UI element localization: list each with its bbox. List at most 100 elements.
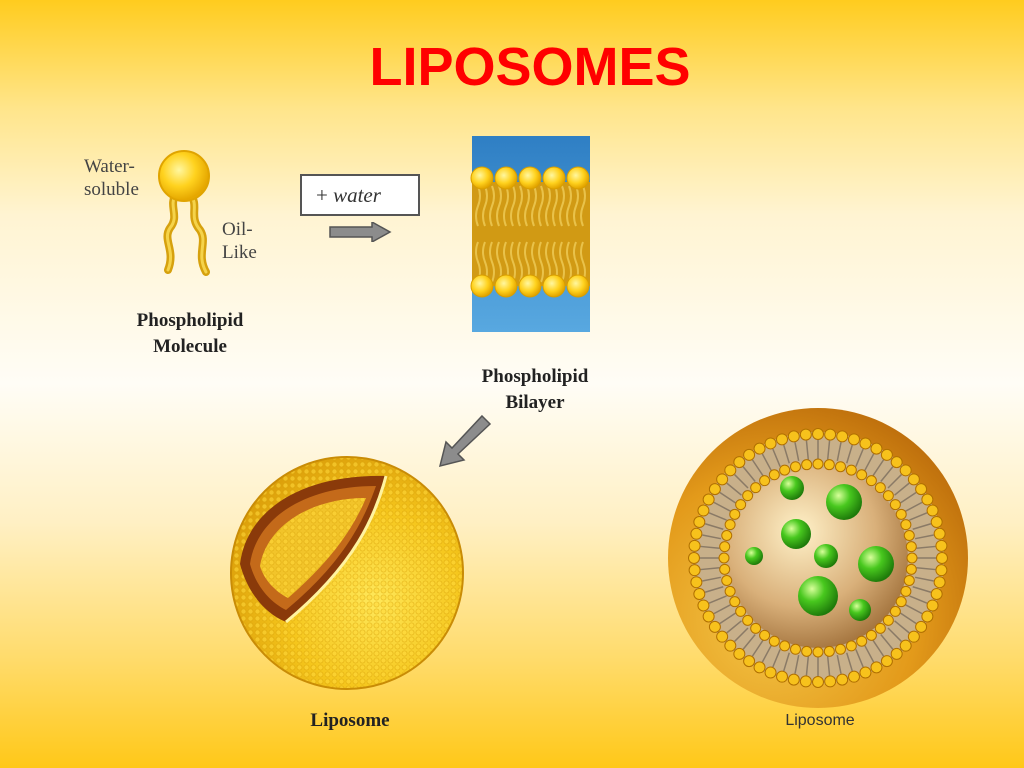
lipid-tail	[726, 482, 742, 496]
lipid-head	[870, 661, 883, 674]
lipid-tail	[899, 491, 917, 504]
lipid-head	[847, 433, 860, 446]
lipid-tail	[580, 241, 586, 283]
lipid-tail	[864, 644, 875, 663]
lipid-head	[790, 461, 802, 473]
molecule-caption: Phospholipid Molecule	[136, 310, 244, 357]
lipid-head	[930, 516, 943, 529]
lipid-tail	[783, 444, 790, 464]
lipid-tail	[761, 453, 772, 472]
lipid-tail	[794, 442, 800, 462]
lipid-tail	[726, 620, 742, 634]
lipid-head	[859, 666, 872, 679]
lipid-head	[733, 456, 746, 469]
lipid-tail	[566, 185, 572, 227]
lipid-tail	[894, 620, 910, 634]
lipid-head	[890, 647, 903, 660]
lipid-head	[801, 645, 813, 657]
lipid-head	[470, 274, 494, 298]
lipid-tail	[872, 639, 885, 657]
lipid-tail	[702, 576, 722, 582]
lipid-tail	[904, 604, 923, 615]
lipid-head	[895, 596, 907, 608]
phospholipid-molecule-illustration	[158, 150, 210, 276]
lipid-tail	[719, 612, 737, 625]
lipid-head	[697, 599, 710, 612]
lipid-head	[889, 605, 901, 617]
lipid-head	[882, 614, 894, 626]
lipid-head	[930, 587, 943, 600]
lipid-head	[724, 519, 736, 531]
cargo-sphere	[826, 484, 862, 520]
cargo-sphere	[858, 546, 894, 582]
bilayer-caption: Phospholipid Bilayer	[481, 366, 589, 413]
lipid-head	[899, 464, 912, 477]
lipid-head	[801, 459, 813, 471]
liposome-section-caption: Liposome	[785, 712, 855, 729]
lipid-tail	[826, 656, 831, 676]
lipid-head	[874, 622, 886, 634]
lipid-head	[716, 473, 729, 486]
lipid-tail	[872, 459, 885, 477]
lipid-tail	[734, 627, 749, 642]
lipid-tail	[904, 501, 923, 512]
lipid-head	[890, 456, 903, 469]
lipid-head	[779, 640, 791, 652]
lipid-head	[899, 639, 912, 652]
lipid-head	[845, 640, 857, 652]
lipid-head	[812, 676, 824, 688]
lipid-head	[494, 274, 518, 298]
lipid-tail	[538, 185, 544, 227]
lipid-head	[690, 576, 703, 589]
lipid-tail	[772, 448, 781, 467]
lipid-tail	[864, 453, 875, 472]
lipid-head	[915, 483, 928, 496]
lipid-tail	[916, 566, 936, 571]
lipid-head	[743, 655, 756, 668]
lipid-head	[926, 599, 939, 612]
lipid-head	[729, 596, 741, 608]
lipid-head	[518, 166, 542, 190]
lipid-head	[847, 670, 860, 683]
lipid-head	[882, 490, 894, 502]
lipid-head	[702, 493, 715, 506]
cargo-sphere	[814, 544, 838, 568]
lipid-head	[716, 630, 729, 643]
lipid-head	[874, 482, 886, 494]
arrow-right-icon	[329, 222, 392, 242]
liposome-cutaway-illustration	[230, 456, 464, 690]
lipid-tail	[836, 442, 842, 462]
lipid-head	[693, 516, 706, 529]
lipid-head	[933, 527, 946, 540]
lipid-tail	[704, 586, 724, 593]
lipid-head	[834, 461, 846, 473]
lipid-head	[750, 622, 762, 634]
lipid-head	[542, 166, 566, 190]
head-label: Water- soluble	[84, 156, 139, 200]
lipid-tail	[538, 241, 544, 283]
lipid-tail	[846, 444, 853, 464]
lipid-tail	[517, 241, 523, 283]
lipid-head	[470, 166, 494, 190]
lipid-head	[895, 508, 907, 520]
lipid-tail	[846, 652, 853, 672]
lipid-head	[907, 473, 920, 486]
lipid-head	[693, 587, 706, 600]
lipid-tail	[531, 185, 537, 227]
lipid-head	[921, 493, 934, 506]
lipid-head	[764, 666, 777, 679]
lipid-tail	[912, 586, 932, 593]
lipid-tail	[489, 185, 495, 227]
lipid-head	[799, 675, 812, 688]
lipid-head	[702, 610, 715, 623]
lipid-head	[787, 673, 800, 686]
lipid-tail	[510, 241, 516, 283]
lipid-tail	[708, 512, 727, 521]
lipid-tail	[909, 512, 928, 521]
lipid-head	[824, 675, 837, 688]
lipid-head	[735, 499, 747, 511]
lipid-tail	[573, 185, 579, 227]
lipid-tail	[916, 545, 936, 550]
lipid-head	[799, 428, 812, 441]
lipid-head	[823, 459, 835, 471]
